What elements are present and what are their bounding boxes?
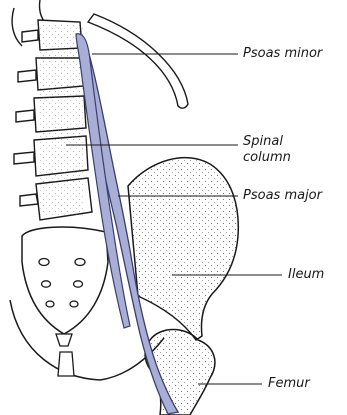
spine-texture <box>40 24 84 216</box>
coccyx <box>56 334 72 346</box>
pubic-symphysis <box>58 352 74 376</box>
ilium-bone <box>128 158 238 340</box>
sacrum <box>22 227 108 334</box>
label-psoas-major: Psoas major <box>243 188 322 204</box>
label-spinal-column: Spinal column <box>243 134 291 166</box>
label-femur: Femur <box>268 376 310 392</box>
label-ileum: Ileum <box>288 267 324 283</box>
label-psoas-minor: Psoas minor <box>243 46 322 62</box>
rib-arc <box>88 14 188 108</box>
